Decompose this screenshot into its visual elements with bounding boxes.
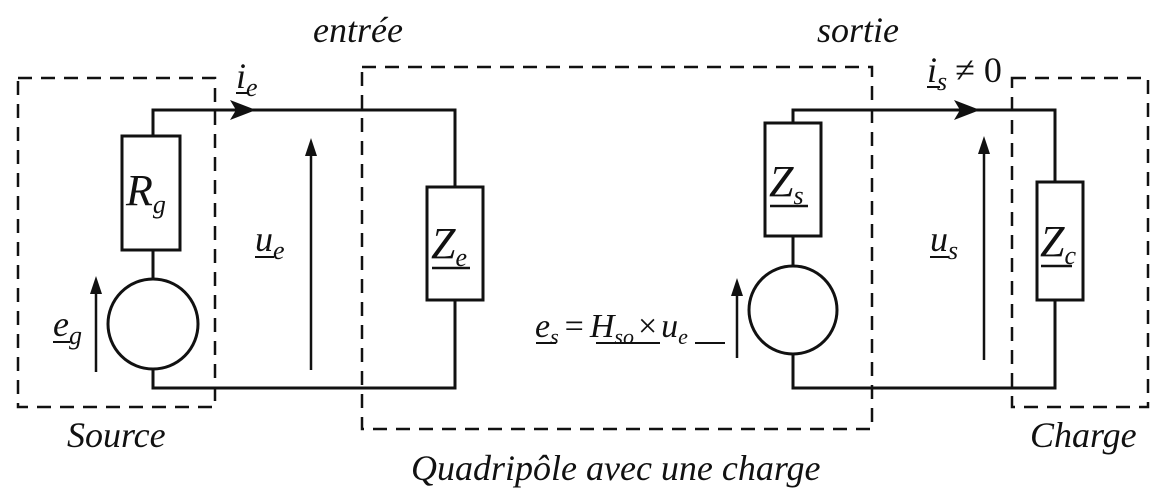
zs-sub: s <box>793 181 803 210</box>
quadripole-caption: Quadripôle avec une charge <box>411 448 821 488</box>
eg-label: eg <box>53 304 82 350</box>
ue-main: u <box>255 219 273 259</box>
impedance-ze <box>425 185 485 302</box>
us-main: u <box>930 219 948 259</box>
current-ie-arrowhead <box>230 100 256 120</box>
es-lhs: e <box>535 308 550 345</box>
ue-sub: e <box>273 236 285 265</box>
zc-sub: c <box>1064 241 1076 270</box>
ze-label: Ze <box>431 219 467 272</box>
bottom-wire-left <box>151 300 457 390</box>
us-sub: s <box>948 236 958 265</box>
impedance-zc <box>1035 180 1085 302</box>
zs-label: Zs <box>769 157 804 210</box>
resistor-rg <box>120 134 182 252</box>
zc-label: Zc <box>1040 217 1076 270</box>
es-times: × <box>638 308 657 345</box>
entree-title: entrée <box>313 10 403 50</box>
zs-main: Z <box>769 157 794 206</box>
charge-caption: Charge <box>1030 415 1137 455</box>
rg-main: R <box>125 166 153 215</box>
ze-sub: e <box>455 243 467 272</box>
current-is-rel: ≠ 0 <box>955 50 1002 90</box>
es-h-sub: so <box>614 324 634 349</box>
current-is-main: i <box>927 50 937 90</box>
eg-sub: g <box>69 321 82 350</box>
voltage-es-arrowhead <box>731 278 743 296</box>
voltage-eg-arrowhead <box>90 276 102 294</box>
ze-main: Z <box>431 219 456 268</box>
source-top-wire <box>151 108 457 187</box>
voltage-source-es <box>747 264 839 356</box>
current-ie-sub: e <box>246 73 258 102</box>
ue-label: ue <box>255 219 285 265</box>
source-box <box>16 76 217 409</box>
voltage-us-arrowhead <box>978 136 990 154</box>
output-top-wire <box>791 108 1057 182</box>
voltage-source-eg <box>106 277 200 371</box>
source-caption: Source <box>67 415 166 455</box>
current-ie-label: ie <box>236 56 258 102</box>
es-eq: = <box>565 308 584 345</box>
charge-box <box>1010 76 1150 409</box>
zc-main: Z <box>1040 217 1065 266</box>
rg-label: Rg <box>125 166 166 219</box>
voltage-ue-arrowhead <box>305 138 317 156</box>
current-is-arrowhead <box>954 100 980 120</box>
impedance-zs <box>763 121 823 238</box>
us-label: us <box>930 219 958 265</box>
bottom-wire-right <box>791 300 1057 390</box>
es-lhs-sub: s <box>550 324 559 349</box>
es-h: H <box>589 308 617 345</box>
eg-main: e <box>53 304 69 344</box>
current-is-label: is ≠ 0 <box>927 50 1002 96</box>
current-is-sub: s <box>937 67 947 96</box>
rg-sub: g <box>153 190 166 219</box>
current-ie-main: i <box>236 56 246 96</box>
quadripole-box <box>360 65 874 431</box>
es-u: u <box>661 308 678 345</box>
sortie-title: sortie <box>817 10 899 50</box>
es-u-sub: e <box>678 324 688 349</box>
